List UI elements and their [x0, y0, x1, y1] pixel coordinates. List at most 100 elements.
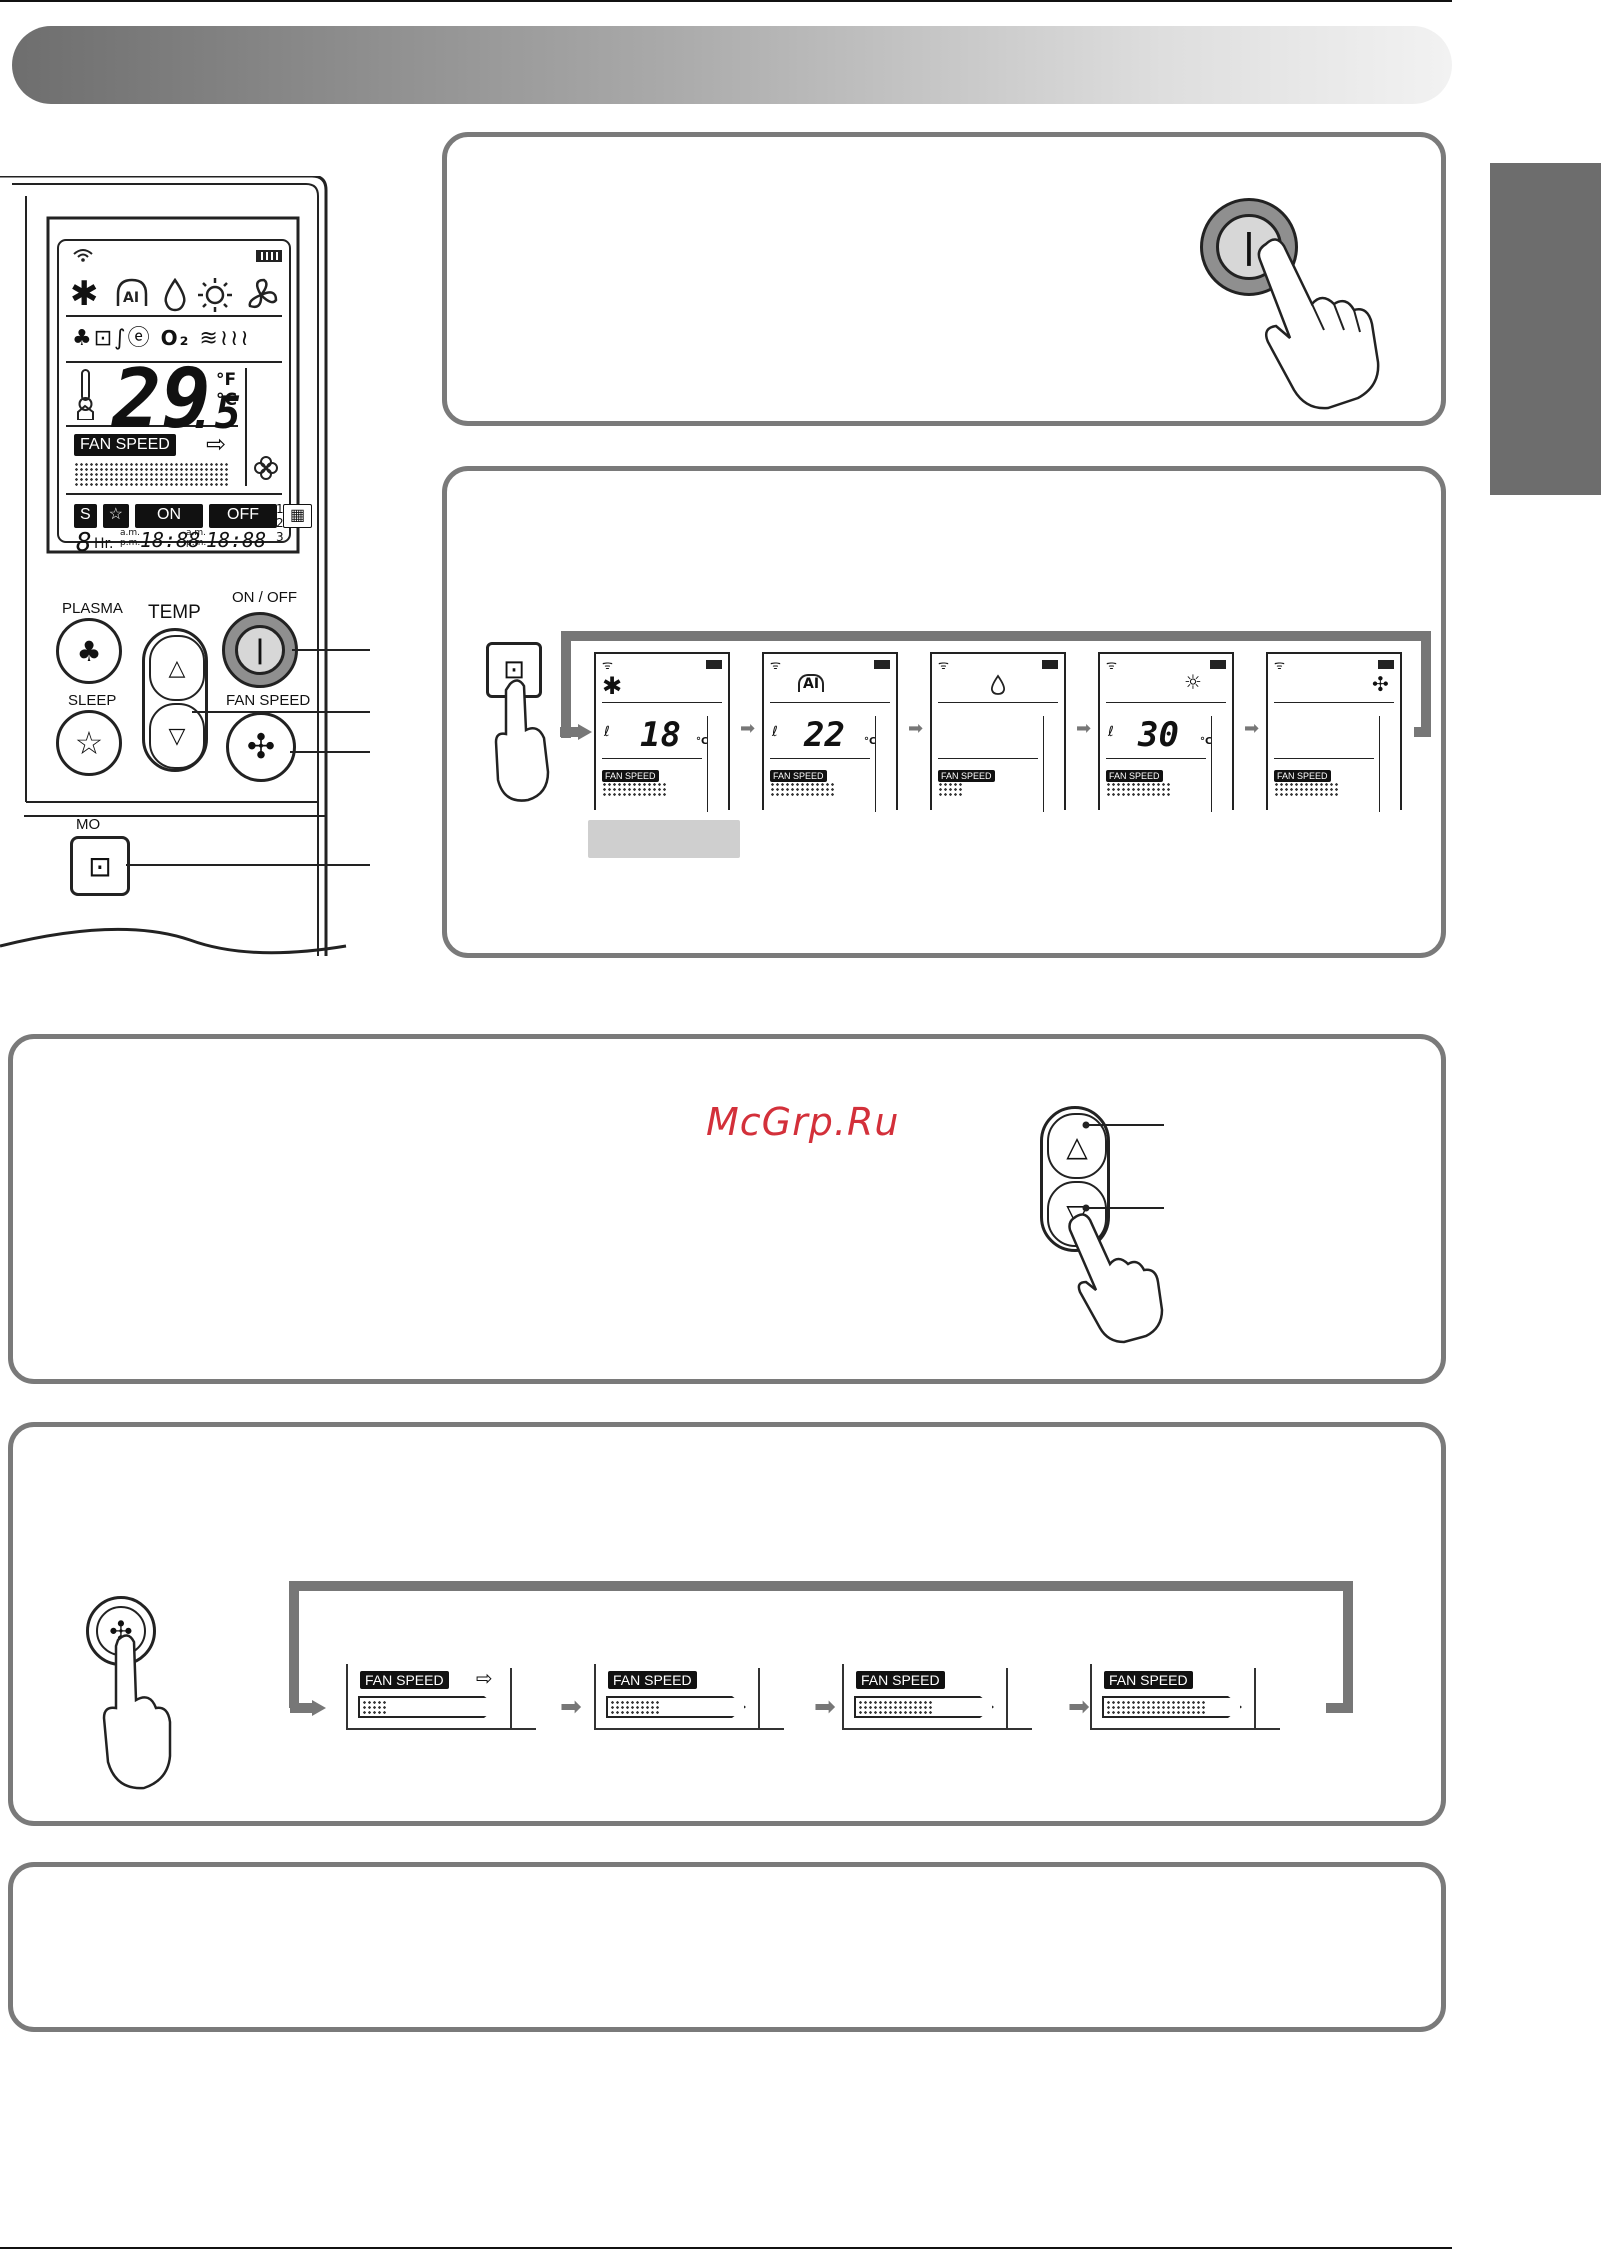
pressing-finger-icon — [102, 1634, 172, 1790]
mode-temp: 30 — [1138, 715, 1179, 755]
mode-lcd-heat: ᯤ ☼ ℓ 30 °C FAN SPEED — [1098, 652, 1234, 812]
fan-speed-indicator — [854, 1696, 994, 1718]
sleep-star-icon: ☆ — [74, 724, 104, 762]
arrow-right-icon: ➡ — [814, 1692, 836, 1722]
pressing-hand-icon — [1257, 238, 1380, 410]
mode-temp: 18 — [640, 715, 681, 755]
panel-fan-speed — [8, 1422, 1446, 1826]
auto-fan-arrow-icon: ⇨ — [206, 430, 227, 458]
steam-icon: ≀≀≀ — [219, 326, 251, 351]
panel-notes — [8, 1862, 1446, 2032]
mode-cycle-loop — [560, 631, 1431, 740]
mode-temp: 22 — [804, 715, 845, 755]
fan-speed-button[interactable]: ✣ — [226, 712, 296, 782]
arrow-right-icon: ➡ — [908, 718, 924, 739]
mode-unit: °C — [864, 736, 877, 747]
fan-step-tag: FAN SPEED — [360, 1670, 449, 1689]
mode-fan-tag: FAN SPEED — [938, 764, 995, 783]
mode-fan-tag: FAN SPEED — [1106, 764, 1163, 783]
off-timer-tag: OFF — [209, 504, 278, 528]
fan-step-4: FAN SPEED — [1090, 1664, 1280, 1730]
fan-step-tag: FAN SPEED — [856, 1670, 945, 1689]
ampm-a: a.m.p.m. — [120, 528, 141, 548]
fan-step-1: FAN SPEED ⇨ — [346, 1664, 536, 1730]
fan-speed-indicator — [606, 1696, 746, 1718]
hour-label: Hr. — [94, 536, 114, 552]
mode-fan-tag: FAN SPEED — [602, 764, 659, 783]
fan-speed-indicator — [358, 1696, 498, 1718]
mode-fan-bar — [770, 782, 834, 796]
fan-speed-fill — [610, 1700, 660, 1714]
battery-icon — [256, 250, 282, 262]
triangle-down-icon: ▽ — [168, 723, 186, 749]
mode-fan-tag: FAN SPEED — [1274, 764, 1331, 783]
fan-cycle-loop — [289, 1581, 1353, 1716]
bottom-rule — [0, 2247, 1452, 2249]
temp-down-button[interactable]: ▽ — [149, 703, 205, 769]
thermometer-icon — [77, 369, 94, 420]
plasma-button[interactable]: ♣ — [56, 618, 122, 684]
fan-speed-indicator — [1102, 1696, 1242, 1718]
time-display-b: 18:88 — [206, 528, 267, 552]
fan-icon: ✣ — [246, 727, 276, 767]
temp-up-closeup-button[interactable]: △ — [1047, 1113, 1107, 1179]
triangle-up-icon: △ — [168, 655, 186, 681]
pressing-finger-icon — [494, 679, 550, 802]
on-timer-tag: ON — [135, 504, 204, 528]
temp-up-button[interactable]: △ — [149, 635, 205, 701]
time-display-a: 18:88 — [140, 528, 201, 552]
heat-icon: ☼ — [1184, 670, 1202, 694]
star-tag: ☆ — [102, 504, 130, 528]
ai-icon: AI — [798, 674, 825, 692]
battery-icon — [1042, 660, 1058, 669]
heat-mode-icon — [198, 278, 232, 312]
lcd-temperature: 29 — [112, 352, 211, 447]
o2-icon: O₂ — [160, 326, 191, 350]
fan-speed-fill — [858, 1700, 934, 1714]
fan-speed-bar — [74, 462, 228, 488]
hour-value: 8 — [76, 528, 92, 558]
arrow-right-icon: ➡ — [1244, 718, 1260, 739]
signal-icon — [73, 249, 93, 262]
mode-unit: °C — [1200, 736, 1213, 747]
fan-speed-label: FAN SPEED — [226, 692, 311, 709]
temp-rocker: △ ▽ — [142, 628, 208, 772]
fan-step-tag: FAN SPEED — [608, 1670, 697, 1689]
fan-speed-cycle: FAN SPEED ⇨ FAN SPEED FAN SPEED FAN SPEE… — [346, 1664, 1280, 1730]
mode-closeup-icon: ⊡ — [503, 655, 525, 685]
sleep-button[interactable]: ☆ — [56, 710, 122, 776]
battery-icon — [706, 660, 722, 669]
mode-fan-bar — [1274, 782, 1338, 796]
remote-control: ✱ AI ♣⊡∫ⓔ O₂ ≋≀≀≀ 29 .5 °F °C — [0, 174, 380, 966]
signal-icon: ᯤ — [1274, 658, 1285, 672]
arrow-right-icon: ➡ — [1068, 1692, 1090, 1722]
dehumidify-icon — [990, 674, 1006, 695]
mode-label-partial: MO — [76, 816, 101, 833]
fan-mode-icon — [248, 278, 278, 309]
arrow-right-icon: ➡ — [560, 1692, 582, 1722]
cool-mode-icon: ✱ — [70, 274, 99, 314]
gray-placeholder-box — [588, 820, 740, 858]
panel-temperature — [8, 1034, 1446, 1384]
mode-fan-tag: FAN SPEED — [770, 764, 827, 783]
fan-speed-tag: FAN SPEED — [74, 434, 176, 456]
on-off-label: ON / OFF — [232, 589, 297, 606]
chapter-tab — [1490, 163, 1601, 495]
temp-callout-lines — [1082, 1121, 1164, 1129]
plasma-label: PLASMA — [62, 600, 123, 617]
callout-lines — [126, 649, 370, 866]
top-rule — [0, 0, 1452, 2]
remote-body-svg — [0, 174, 347, 956]
timer-tags: S ☆ ON OFF ▦ — [74, 504, 313, 528]
auto-fan-arrow-icon: ⇨ — [476, 1666, 493, 1690]
signal-icon: ᯤ — [1106, 658, 1117, 672]
temp-label: TEMP — [148, 602, 201, 623]
unit-fahrenheit: °F — [216, 370, 237, 390]
mode-cycle: ᯤ ✱ ℓ 18 °C FAN SPEED ᯤ AI ℓ 22 °C FAN S… — [594, 652, 1402, 812]
energy-icon: ⓔ — [127, 326, 152, 351]
mode-lcd-cool: ᯤ ✱ ℓ 18 °C FAN SPEED — [594, 652, 730, 812]
mode-lcd-ai: ᯤ AI ℓ 22 °C FAN SPEED — [762, 652, 898, 812]
arrow-right-icon: ➡ — [740, 718, 756, 739]
svg-text:AI: AI — [123, 290, 139, 306]
